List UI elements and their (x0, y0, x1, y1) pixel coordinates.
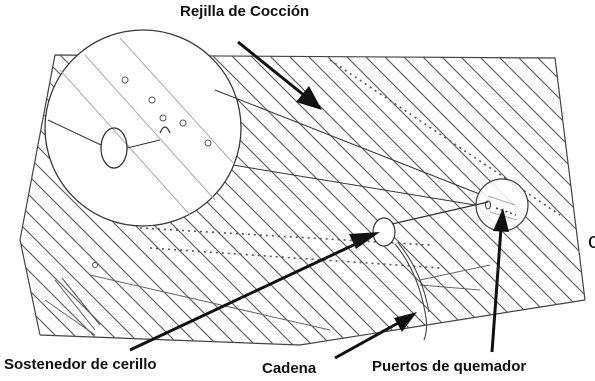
grate-bar (586, 30, 595, 360)
grate-bar (224, 55, 556, 345)
grate-bar (452, 55, 585, 345)
arrow-chain (334, 320, 401, 360)
arrow-ports (490, 227, 503, 353)
grate-bar (243, 55, 575, 345)
grate-bar (357, 55, 585, 345)
burner-ports-label: Puertos de quemador (372, 358, 527, 375)
chain (394, 243, 430, 341)
frame-lines (44, 264, 491, 336)
arrowhead-chain (394, 312, 417, 332)
burner-port-rows (139, 59, 561, 269)
grate-bar (471, 55, 585, 345)
zoom-connector (214, 89, 483, 206)
grate-bar (20, 55, 119, 345)
grate-bar (262, 55, 585, 345)
edge-text-fragment: o (588, 228, 595, 253)
grate-bar (186, 55, 518, 345)
chain-label: Cadena (262, 360, 317, 377)
grate-bar (566, 55, 585, 345)
grate-bar (20, 55, 233, 345)
arrows (129, 40, 509, 360)
grate-bar (20, 55, 214, 345)
grate-bar (20, 55, 100, 345)
grate-bar (319, 55, 585, 345)
arrow-holder (129, 239, 363, 352)
grate-bar (20, 55, 176, 345)
cooking-grate-label: Rejilla de Cocción (180, 3, 310, 20)
grate-bar (376, 55, 585, 345)
grate-bar (490, 55, 585, 345)
grate-bar (528, 55, 585, 345)
grate-bar (395, 55, 585, 345)
arrowhead-grate (296, 86, 322, 110)
grate-bar (20, 55, 62, 345)
grate-bar (281, 55, 585, 345)
grate-bar (20, 55, 195, 345)
arrow-grate (237, 40, 306, 98)
grate-bar (20, 55, 157, 345)
match-holder-label: Sostenedor de cerillo (4, 356, 157, 373)
side-rod (54, 262, 101, 331)
arrowhead-ports (493, 208, 509, 232)
zoom-circle (44, 29, 242, 227)
arrowhead-holder (349, 232, 380, 249)
grill-body (19, 54, 586, 346)
grate-bar (20, 55, 138, 345)
grate-bar (433, 55, 585, 345)
match-holder (372, 201, 489, 247)
grate-bar (20, 55, 43, 345)
grate-bar (205, 55, 537, 345)
